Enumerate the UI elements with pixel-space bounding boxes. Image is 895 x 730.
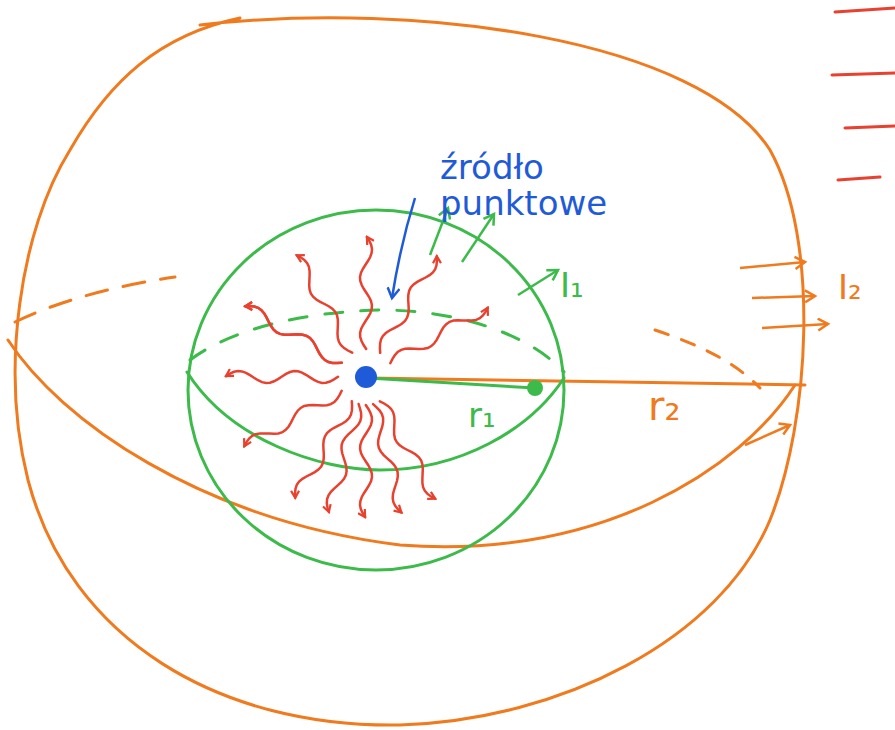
outer-arrows	[740, 262, 828, 445]
wave-arrow	[245, 306, 342, 363]
source-label: źródło punktowe	[440, 150, 660, 221]
wave-arrow	[380, 401, 435, 498]
wave-arrow	[373, 404, 401, 512]
radiation-waves	[226, 237, 488, 517]
wave-arrow	[226, 371, 338, 383]
intensity-label: I₁	[560, 268, 584, 304]
wave-arrow	[360, 405, 372, 517]
wave-arrow	[244, 391, 341, 446]
wave-arrow	[295, 401, 352, 498]
radius-label: r₂	[648, 385, 680, 427]
wave-arrow	[297, 255, 352, 352]
wave-arrow	[245, 306, 342, 363]
red-strokes	[832, 8, 895, 180]
intensity-label: I₂	[838, 270, 862, 306]
radius-label: r₁	[468, 398, 496, 434]
wave-arrow	[380, 256, 437, 353]
inner-sphere	[187, 210, 564, 570]
outer-sphere	[8, 18, 805, 725]
pointer-arrow	[392, 198, 415, 298]
wave-arrow	[360, 237, 372, 349]
wave-arrow	[327, 404, 361, 512]
point-source	[355, 366, 377, 388]
radius-point	[527, 380, 543, 396]
wave-arrow	[390, 308, 487, 363]
